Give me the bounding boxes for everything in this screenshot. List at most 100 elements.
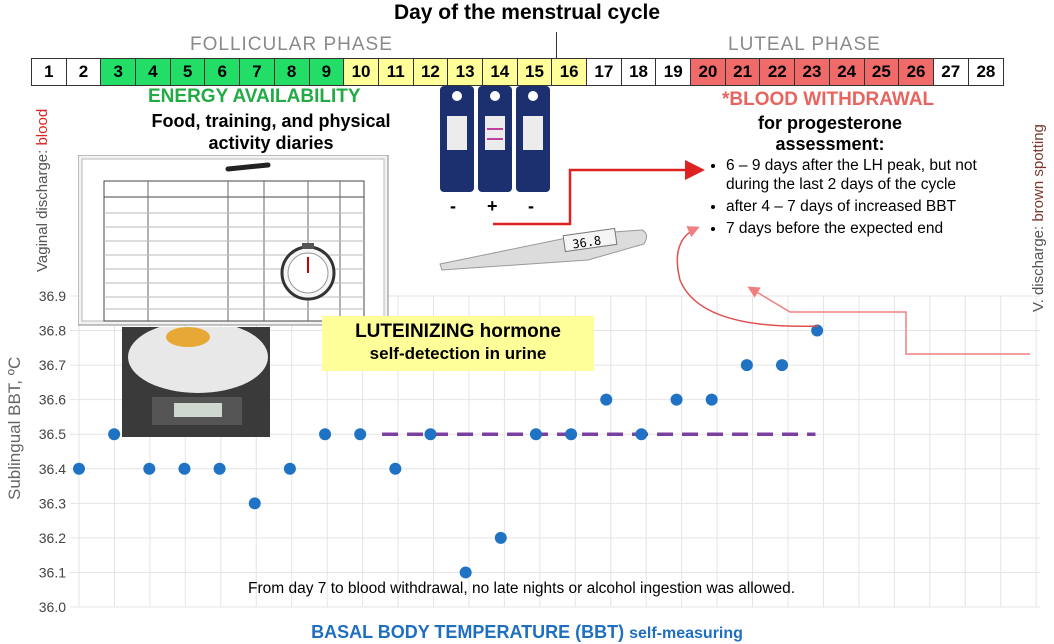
bbt-point-day-17: [635, 428, 648, 441]
day-cell-3: 3: [101, 59, 137, 85]
day-cell-5: 5: [170, 59, 206, 85]
y-tick-labels: 36.0 36.1 36.2 36.3 36.4 36.5 36.6 36.7 36.8 36.9: [39, 288, 66, 615]
day-cell-2: 2: [66, 59, 102, 85]
blood-heading: *BLOOD WITHDRAWAL: [722, 89, 935, 110]
bbt-point-day-4: [178, 462, 191, 475]
day-cell-8: 8: [274, 59, 310, 85]
left-vertical-prefix: Vaginal discharge:: [34, 145, 51, 272]
thermometer-readout: 36.8: [571, 234, 602, 252]
y-tick-label: 36.9: [39, 288, 66, 304]
day-cell-20: 20: [691, 59, 726, 85]
y-tick-label: 36.4: [39, 461, 66, 477]
test-sign-3: -: [528, 196, 534, 216]
y-tick-label: 36.1: [39, 564, 66, 580]
y-axis-label: Sublingual BBT, ºC: [5, 356, 24, 500]
bbt-point-day-21: [776, 359, 788, 372]
phase-separator: [556, 32, 557, 60]
day-cell-27: 27: [933, 59, 969, 85]
day-cell-7: 7: [240, 59, 275, 85]
day-cell-21: 21: [725, 59, 761, 85]
energy-subtitle-2: activity diaries: [208, 133, 334, 153]
bbt-point-day-3: [143, 462, 156, 475]
day-cell-19: 19: [656, 59, 692, 85]
follicular-phase-label: FOLLICULAR PHASE: [190, 34, 393, 55]
day-cell-4: 4: [136, 59, 171, 85]
footer-title: BASAL BODY TEMPERATURE (BBT) self-measur…: [0, 622, 1054, 643]
day-cell-22: 22: [760, 59, 796, 85]
day-cell-11: 11: [378, 59, 414, 85]
red-curve-arrow: [676, 226, 819, 328]
day-cell-18: 18: [621, 59, 657, 85]
y-tick-label: 36.0: [39, 599, 66, 615]
y-tick-label: 36.5: [39, 426, 66, 442]
test-sign-1: -: [450, 196, 456, 216]
right-vertical-prefix: V. discharge:: [1030, 221, 1047, 312]
day-cell-17: 17: [587, 59, 622, 85]
bbt-point-day-12: [459, 566, 472, 579]
day-cell-26: 26: [899, 59, 934, 85]
test-sign-2: +: [487, 196, 498, 216]
bbt-point-day-7: [283, 462, 296, 475]
left-vertical-label: Vaginal discharge: blood: [34, 109, 51, 272]
left-vertical-value: blood: [34, 108, 51, 146]
footer-main: BASAL BODY TEMPERATURE (BBT): [311, 622, 625, 642]
day-cell-6: 6: [205, 59, 241, 85]
bbt-point-day-9: [354, 428, 367, 441]
lh-line-2: self-detection in urine: [369, 344, 547, 363]
energy-heading: ENERGY AVAILABILITY: [148, 86, 361, 107]
bbt-point-day-11: [424, 428, 437, 441]
lh-test-strips-image: [440, 86, 550, 192]
day-cell-16: 16: [552, 59, 587, 85]
blood-criteria-list: 6 – 9 days after the LH peak, but not du…: [708, 156, 1008, 241]
right-vertical-value: brown spotting: [1030, 124, 1047, 222]
thermometer-image: 36.8: [439, 227, 648, 271]
bbt-point-day-20: [740, 359, 753, 372]
blood-subtitle-1: for progesterone: [757, 113, 903, 133]
criterion-3: 7 days before the expected end: [726, 219, 1008, 238]
bbt-point-day-1: [73, 462, 85, 475]
criterion-2: after 4 – 7 days of increased BBT: [726, 197, 1008, 216]
diary-sheet-image: [78, 155, 389, 326]
day-cell-9: 9: [309, 59, 345, 85]
y-tick-label: 36.7: [39, 357, 66, 373]
day-cell-25: 25: [864, 59, 900, 85]
luteal-phase-label: LUTEAL PHASE: [728, 34, 881, 55]
day-cell-24: 24: [829, 59, 865, 85]
day-cell-14: 14: [482, 59, 518, 85]
footer-small: self-measuring: [629, 625, 743, 642]
bbt-point-day-18: [670, 393, 683, 406]
bbt-point-day-22: [811, 324, 824, 337]
bbt-point-day-16: [600, 393, 613, 406]
bbt-point-day-10: [389, 462, 402, 475]
criterion-1: 6 – 9 days after the LH peak, but not du…: [726, 156, 1008, 194]
data-points: [73, 324, 824, 579]
day-cell-10: 10: [344, 59, 379, 85]
day-cell-13: 13: [448, 59, 483, 85]
bbt-point-day-6: [248, 497, 261, 510]
day-cell-15: 15: [517, 59, 553, 85]
food-scale-image: [122, 327, 270, 437]
right-vertical-label: V. discharge: brown spotting: [1030, 124, 1047, 312]
y-tick-label: 36.2: [39, 530, 66, 546]
y-tick-label: 36.8: [39, 323, 66, 339]
bbt-point-day-2: [108, 428, 121, 441]
note-text: From day 7 to blood withdrawal, no late …: [248, 580, 796, 597]
blood-subtitle-2: assessment:: [775, 134, 885, 154]
lh-box: LUTEINIZING hormone self-detection in ur…: [322, 316, 594, 371]
bbt-point-day-19: [705, 393, 718, 406]
energy-subtitle-1: Food, training, and physical: [151, 111, 391, 131]
bbt-point-day-14: [529, 428, 542, 441]
bbt-point-day-15: [565, 428, 578, 441]
y-tick-label: 36.6: [39, 392, 66, 408]
bbt-point-day-5: [213, 462, 226, 475]
day-cell-1: 1: [32, 59, 67, 85]
bbt-point-day-8: [319, 428, 332, 441]
day-cell-28: 28: [968, 59, 1004, 85]
red-arrow: [493, 160, 705, 226]
y-tick-label: 36.3: [39, 495, 66, 511]
bbt-point-day-13: [494, 531, 507, 544]
pink-arrow: [747, 286, 1030, 355]
day-cell-12: 12: [413, 59, 449, 85]
